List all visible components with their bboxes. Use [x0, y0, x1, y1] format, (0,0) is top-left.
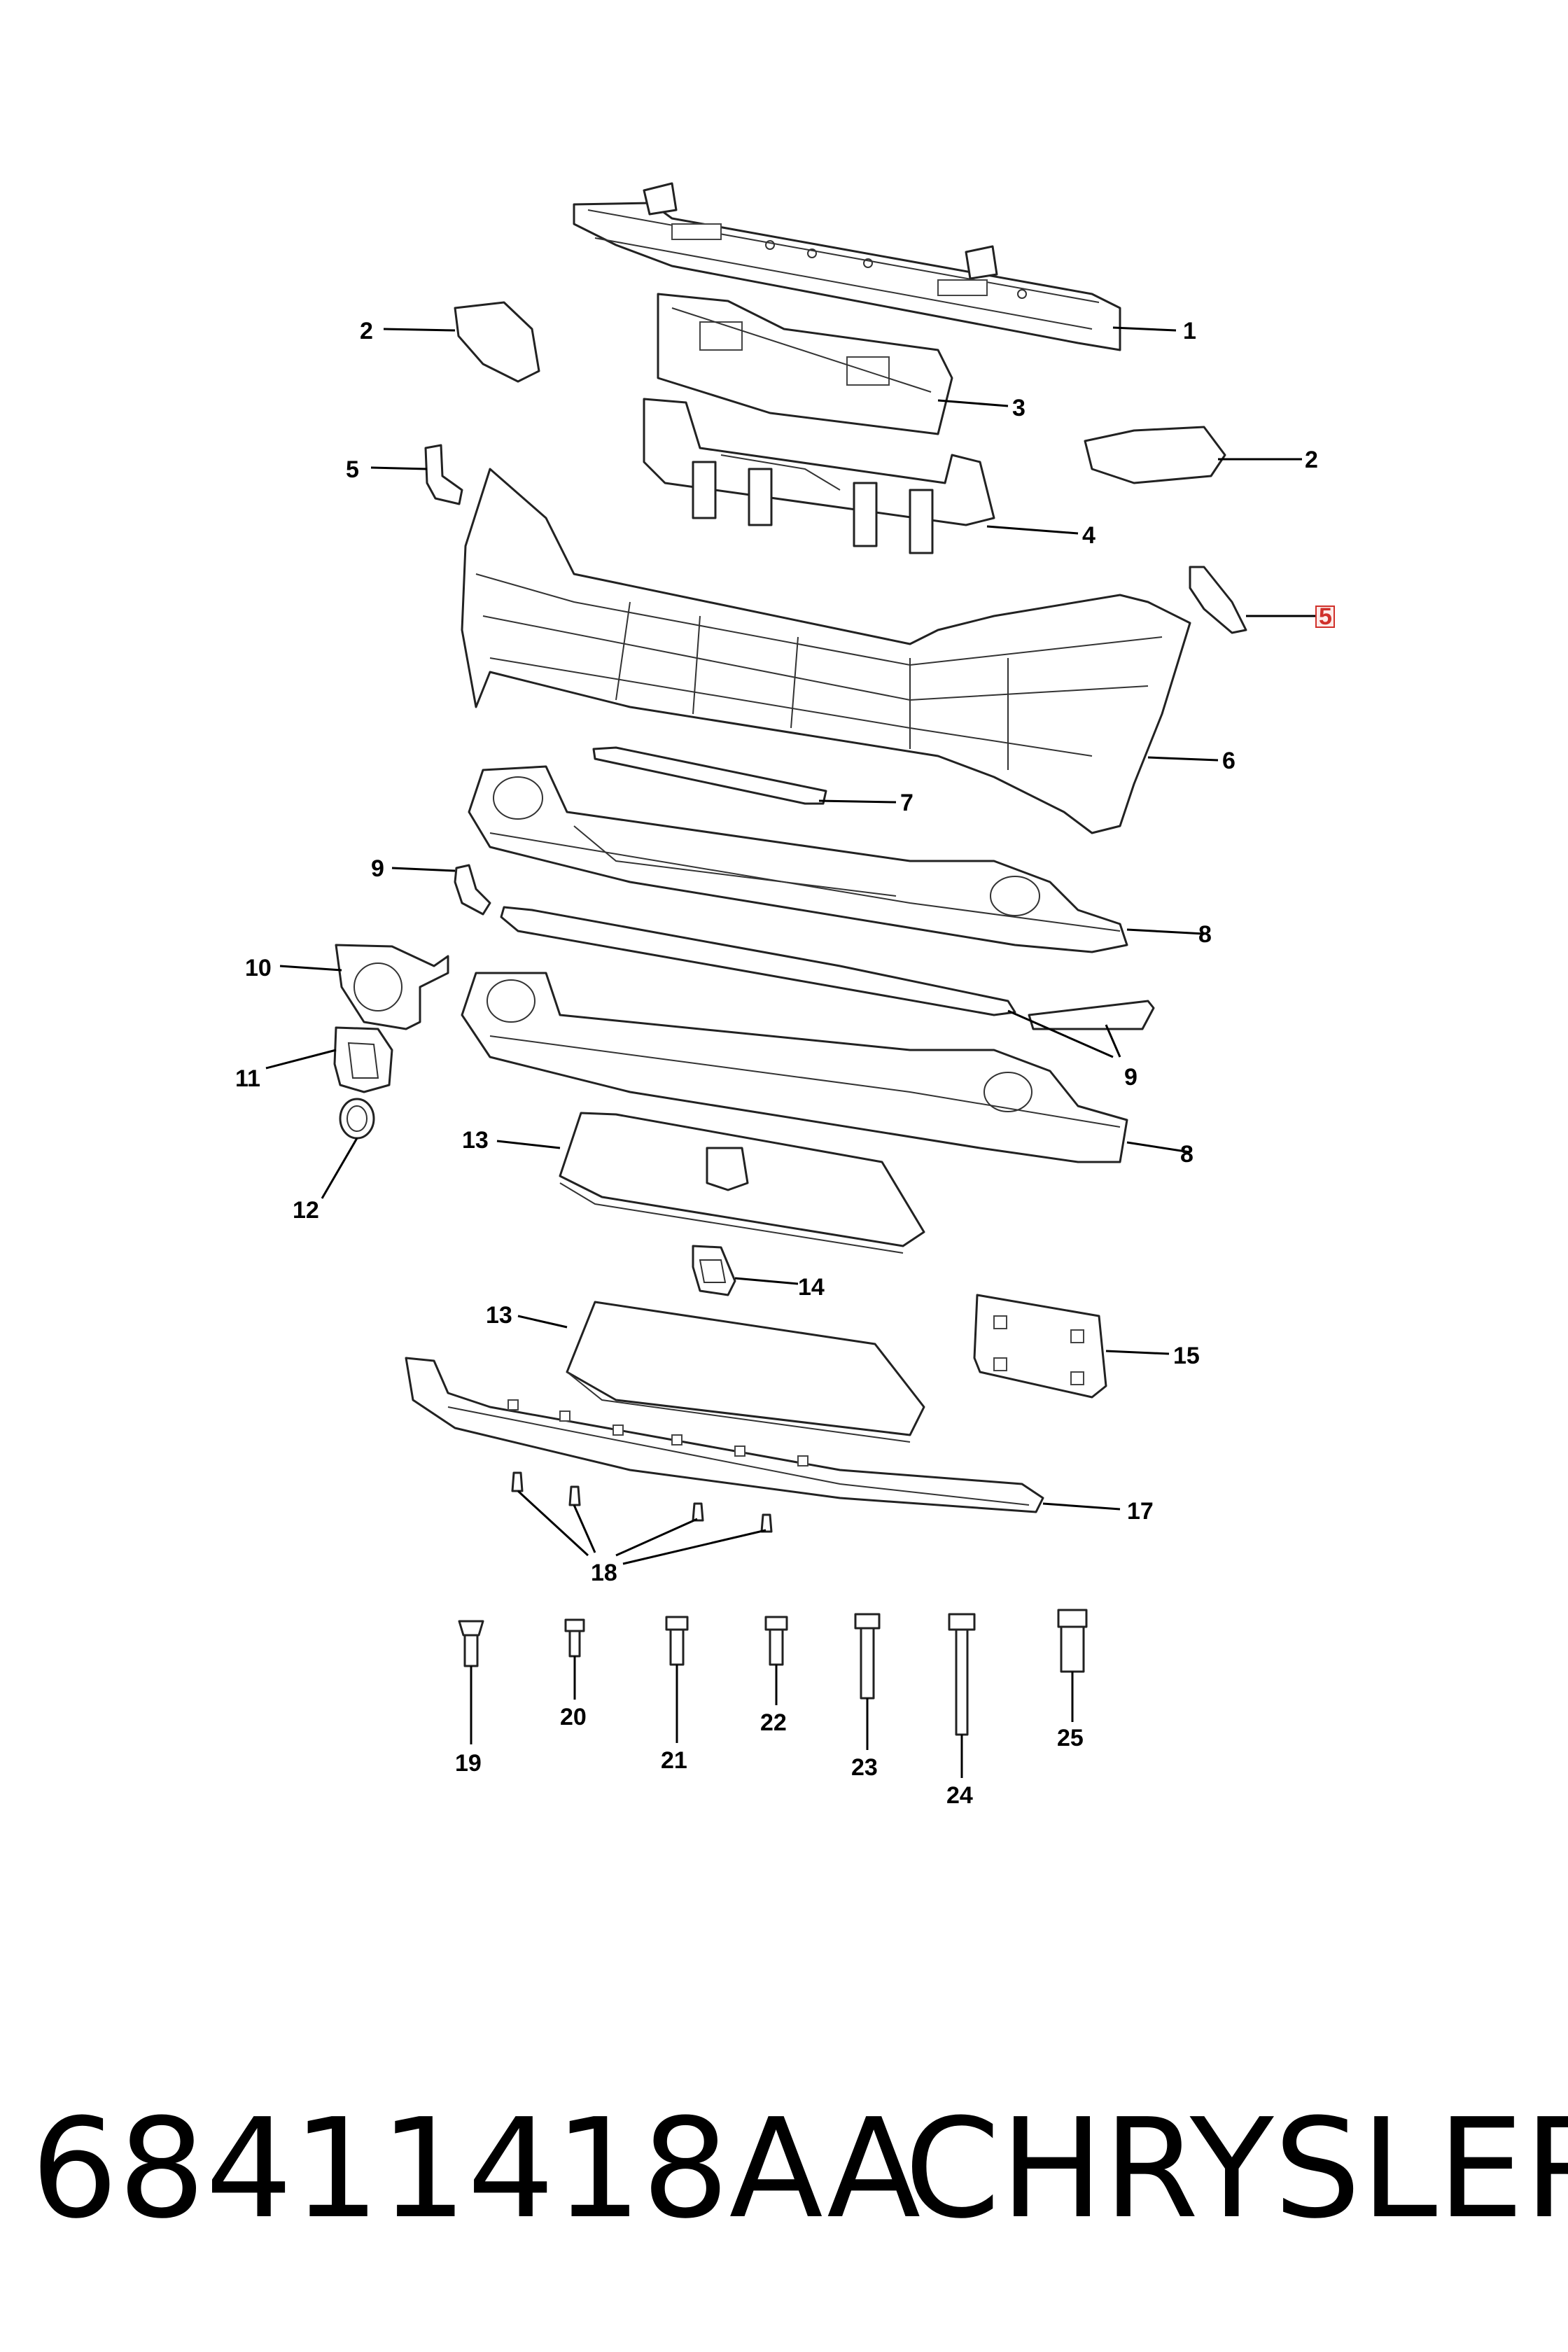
- callout-10: 10: [245, 955, 272, 981]
- part-8-upper-lower-fascia: [468, 765, 1128, 953]
- callout-4: 4: [1082, 522, 1096, 549]
- callout-5-left: 5: [346, 456, 359, 483]
- part-14-emblem-bezel: [692, 1245, 736, 1296]
- callout-6: 6: [1222, 748, 1236, 774]
- callout-23: 23: [851, 1754, 878, 1781]
- part-23-bolt: [854, 1613, 881, 1700]
- callout-15: 15: [1173, 1343, 1200, 1369]
- callout-19: 19: [455, 1750, 482, 1777]
- part-8-lower-lower-fascia: [461, 972, 1128, 1163]
- part-2-left-vent: [454, 301, 540, 383]
- part-15-license-bracket: [973, 1294, 1107, 1399]
- part-22-bolt: [764, 1616, 788, 1666]
- callout-13-upper: 13: [462, 1127, 489, 1154]
- part-6-bumper-fascia: [461, 468, 1191, 834]
- part-24-long-bolt: [948, 1613, 976, 1736]
- callout-2-right: 2: [1305, 447, 1318, 473]
- part-number: 68411418AA: [31, 2090, 920, 2249]
- callout-5-right: 5: [1319, 603, 1332, 630]
- part-3-absorber-plate: [657, 293, 953, 435]
- part-18-clips: [511, 1471, 773, 1533]
- part-13-upper-grille: [559, 1112, 925, 1254]
- part-9-right-trim: [1028, 1000, 1155, 1030]
- part-25-spacer: [1057, 1609, 1088, 1673]
- callout-2-left: 2: [360, 318, 373, 344]
- callout-25: 25: [1057, 1725, 1084, 1751]
- callout-3: 3: [1012, 395, 1026, 421]
- callout-9-right: 9: [1124, 1064, 1138, 1091]
- callout-24: 24: [946, 1782, 973, 1809]
- callout-22: 22: [760, 1709, 787, 1736]
- callout-labels: 1 2 2 3 5 4 5 6 7 9 8 10 9 11 13 8 12 14…: [235, 318, 1335, 1809]
- callout-13-lower: 13: [486, 1302, 512, 1329]
- part-11-fog-ring: [333, 1026, 393, 1093]
- part-21-bolt: [665, 1616, 689, 1666]
- part-13-lower-grille: [566, 1301, 925, 1443]
- part-4-absorber-bracket: [643, 398, 995, 554]
- callout-9-left: 9: [371, 855, 384, 882]
- callout-11: 11: [235, 1065, 260, 1092]
- callout-14: 14: [798, 1274, 825, 1301]
- callout-5-highlight: [1315, 606, 1335, 628]
- part-19-push-pin: [458, 1620, 484, 1667]
- callout-12: 12: [293, 1197, 319, 1224]
- part-5-left-bracket: [424, 444, 463, 505]
- part-9-left-trim: [454, 864, 491, 916]
- callout-1: 1: [1183, 318, 1196, 344]
- part-17-lower-lip: [405, 1357, 1044, 1513]
- callout-7: 7: [900, 790, 913, 816]
- brand-name: CHRYSLER: [904, 2090, 1568, 2249]
- callout-21: 21: [661, 1747, 687, 1774]
- callout-8-lower: 8: [1180, 1141, 1194, 1168]
- part-20-screw: [564, 1618, 585, 1658]
- part-1-reinforcement-beam: [573, 182, 1121, 351]
- part-7-molding-strip: [592, 746, 827, 805]
- part-12-fog-lamp: [339, 1098, 375, 1140]
- leader-lines: [265, 326, 1316, 1778]
- callout-20: 20: [560, 1704, 587, 1730]
- callout-18: 18: [591, 1560, 617, 1586]
- part-5-right-bracket: [1189, 566, 1247, 634]
- callout-17: 17: [1127, 1498, 1154, 1525]
- part-10-fog-bezel: [335, 944, 449, 1030]
- part-2-right-vent: [1084, 426, 1226, 484]
- part-9-chrome-strip: [500, 906, 1016, 1016]
- callout-8-upper: 8: [1198, 921, 1212, 948]
